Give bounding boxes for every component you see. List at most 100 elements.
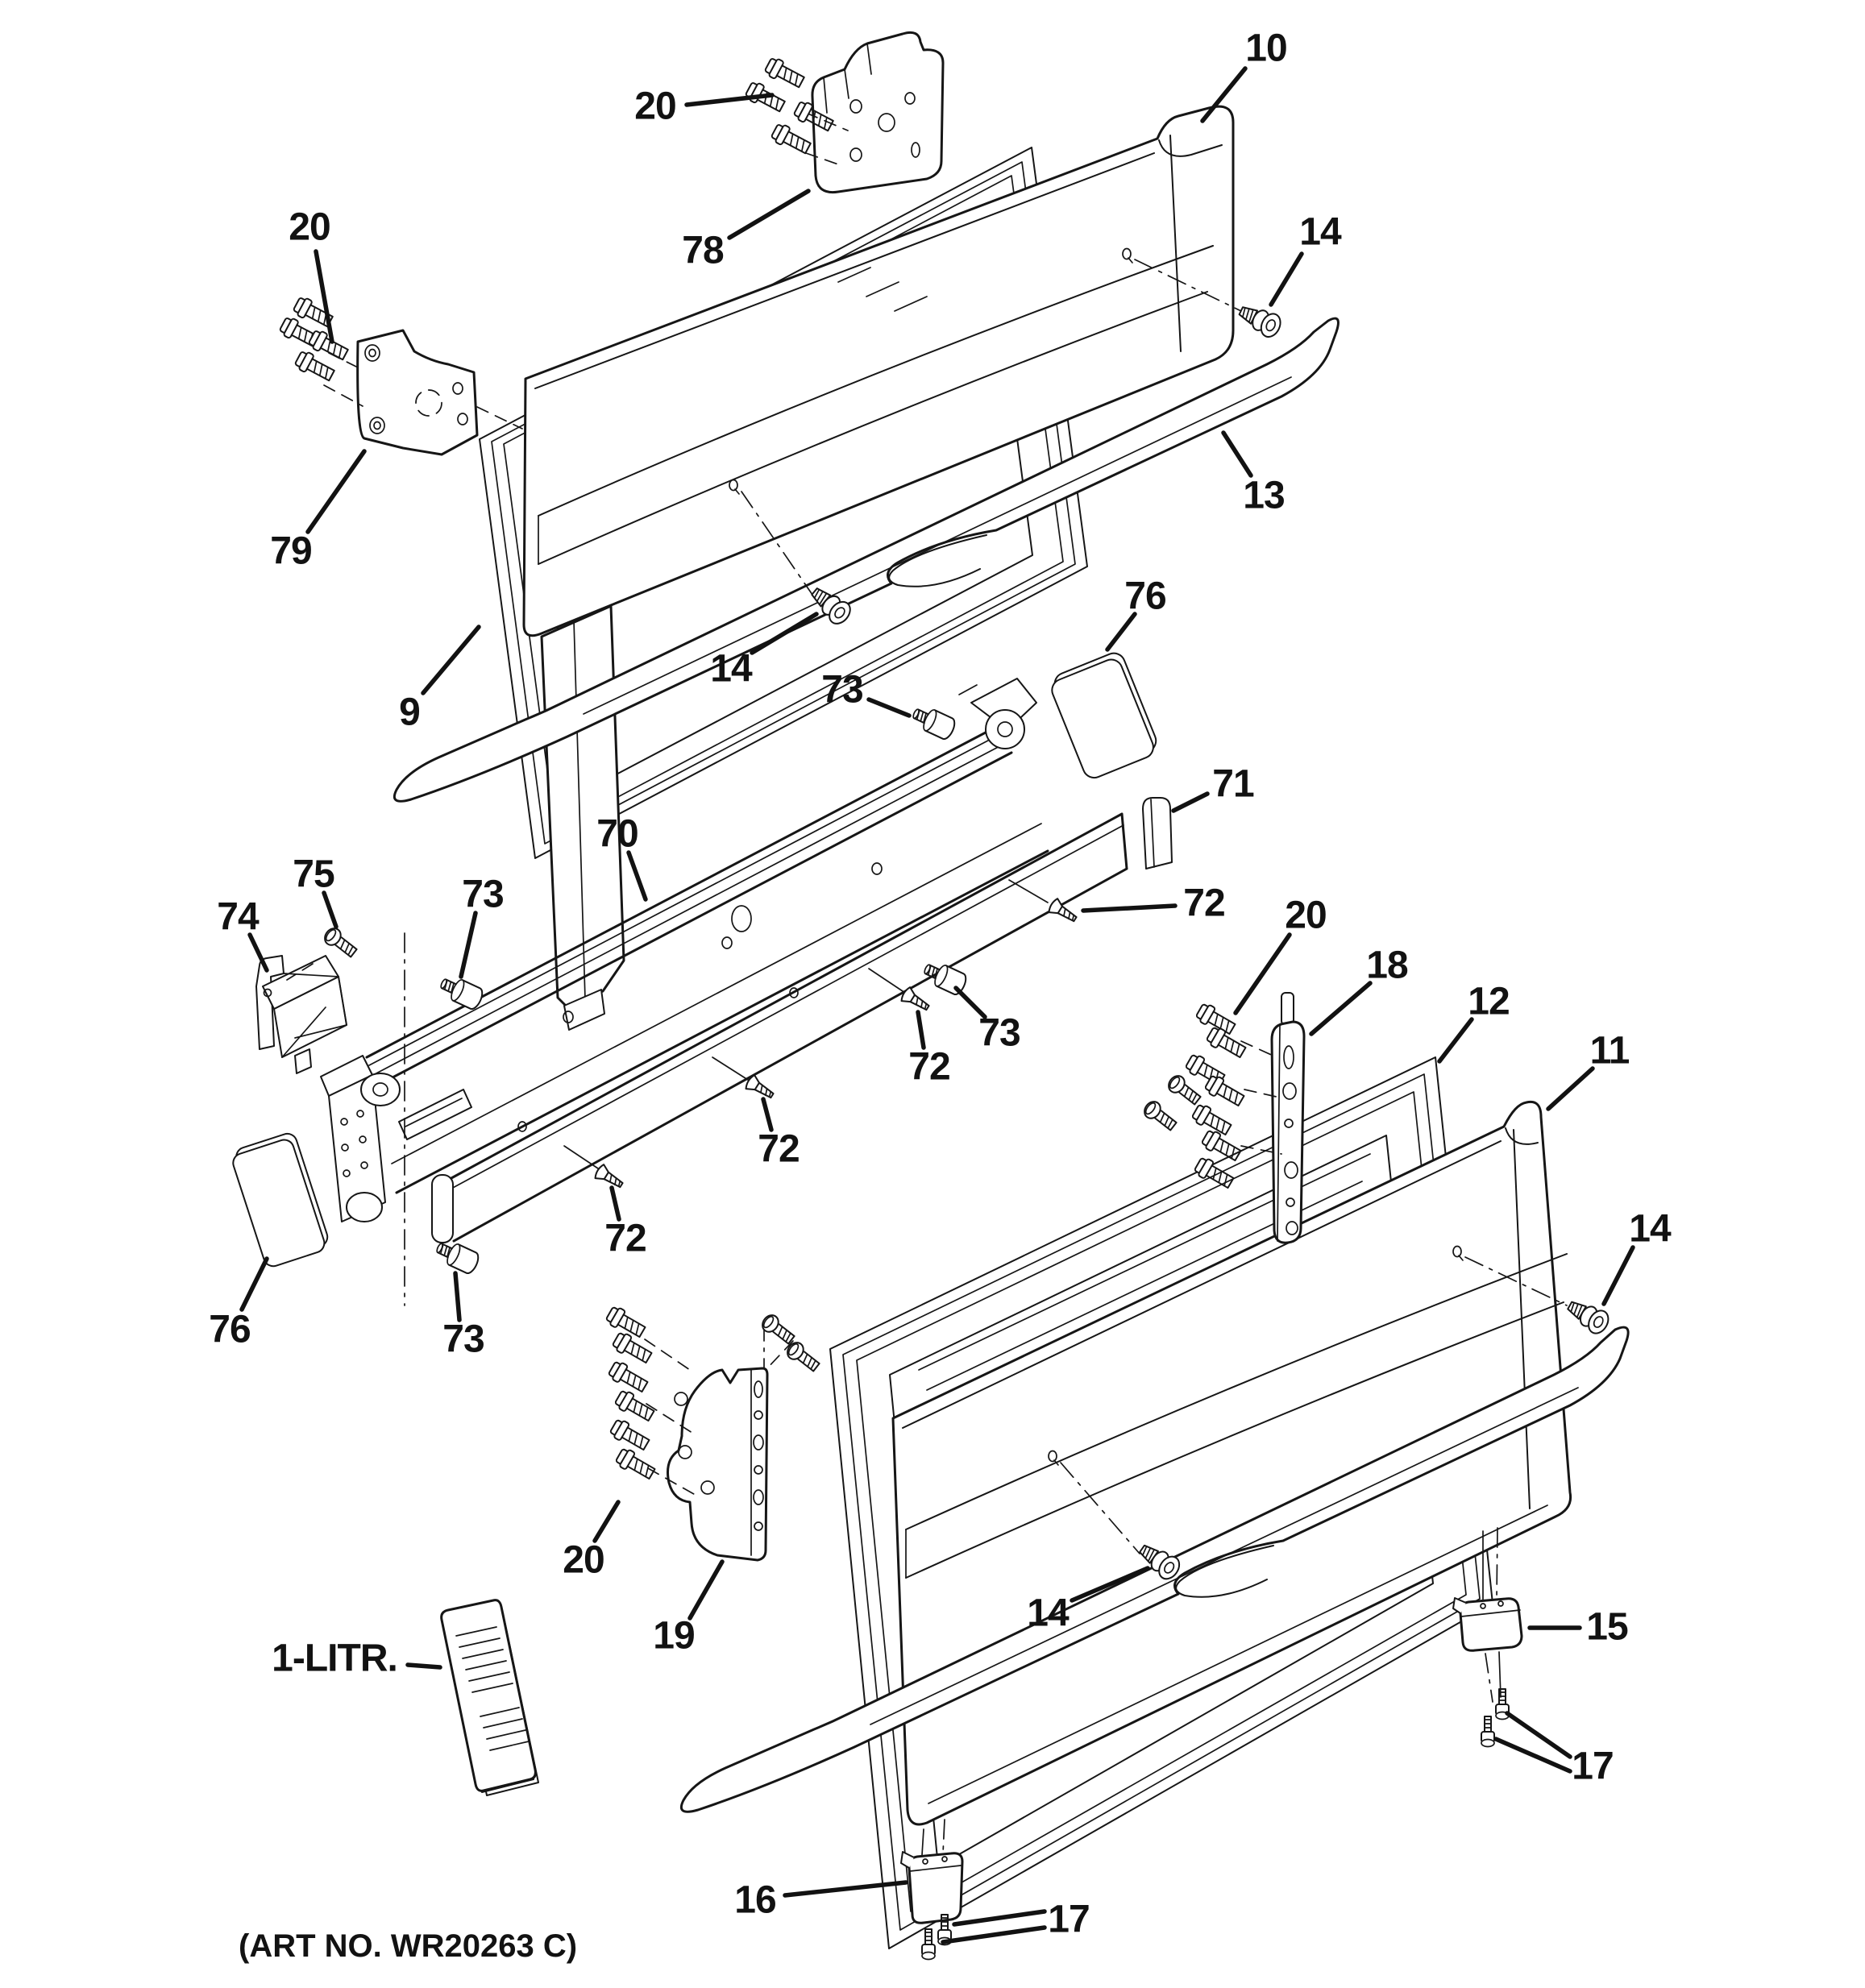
- callout-label-72: 72: [1183, 882, 1224, 925]
- callout-leader-17: [1493, 1737, 1572, 1774]
- callout-label-74: 74: [217, 896, 260, 939]
- callout-label-75: 75: [293, 853, 334, 896]
- callout-leader-20: [1233, 932, 1292, 1015]
- upper-door-assembly: [277, 31, 1340, 1031]
- slide-bracket-18: [1240, 992, 1306, 1244]
- callout-leader-14: [750, 612, 819, 655]
- callout-leader-19: [687, 1559, 725, 1621]
- callout-leader-73: [953, 986, 987, 1019]
- callout-leader-14: [1269, 251, 1304, 307]
- rail-screws-72: [563, 879, 1081, 1193]
- spacer-pad-76-top: [1051, 652, 1157, 779]
- callout-leader-72: [609, 1185, 621, 1222]
- callout-leader-17: [952, 1909, 1047, 1927]
- callout-label-72: 72: [908, 1046, 949, 1089]
- callout-leader-14: [1601, 1245, 1635, 1306]
- rail-bumpers: [432, 684, 978, 1276]
- callout-leader-72: [916, 1010, 926, 1050]
- callout-leader-10: [1200, 66, 1248, 123]
- callout-leader-76: [239, 1256, 269, 1312]
- slide-front-bar: [431, 812, 1128, 1243]
- callout-leader-17: [941, 1925, 1047, 1944]
- door-stop-foot-16: [900, 1819, 964, 1961]
- callout-leader-72: [761, 1097, 774, 1132]
- callout-leader-20: [592, 1500, 621, 1543]
- callout-label-11: 11: [1590, 1030, 1630, 1073]
- slide-rail-70: [320, 678, 1049, 1222]
- callout-label-1-LITR.: 1-LITR.: [272, 1637, 397, 1680]
- callout-label-14: 14: [1027, 1592, 1070, 1635]
- callout-leader-17: [1505, 1711, 1572, 1759]
- hinge-bracket-79: [323, 329, 523, 456]
- callout-leader-72: [1081, 903, 1178, 913]
- callout-label-17: 17: [1048, 1899, 1089, 1941]
- callout-leader-75: [322, 890, 339, 929]
- callout-label-15: 15: [1586, 1606, 1628, 1649]
- literature-booklet: [440, 1599, 539, 1796]
- callout-leader-12: [1437, 1017, 1474, 1064]
- callout-leader-78: [727, 189, 811, 240]
- callout-leader-20: [684, 93, 775, 107]
- callout-label-72: 72: [758, 1128, 799, 1171]
- callout-leader-70: [626, 850, 648, 902]
- bracket-79-screws: [277, 294, 351, 385]
- callout-label-14: 14: [710, 648, 753, 691]
- callout-label-78: 78: [682, 230, 724, 272]
- callout-label-72: 72: [604, 1218, 646, 1260]
- hinge-bracket-78: [805, 31, 945, 194]
- callout-leader-9: [421, 625, 481, 695]
- callout-leader-79: [305, 449, 367, 534]
- upper-handle-screw-center: [729, 479, 856, 629]
- callout-label-12: 12: [1468, 981, 1509, 1023]
- lower-door-assembly: [440, 992, 1630, 1961]
- callout-label-17: 17: [1572, 1745, 1613, 1788]
- callout-label-18: 18: [1366, 944, 1408, 987]
- callout-label-9: 9: [399, 691, 420, 734]
- upper-door-handle: [393, 317, 1340, 803]
- stop-bracket-74: [255, 955, 347, 1074]
- callout-leader-76: [1105, 612, 1137, 652]
- callout-leader-73: [866, 697, 912, 718]
- callout-label-79: 79: [270, 530, 311, 573]
- upper-handle-screw-right: [1122, 247, 1286, 342]
- callout-label-73: 73: [442, 1318, 484, 1361]
- bracket-74-screw-75: [286, 924, 360, 981]
- callout-leader-71: [1171, 791, 1210, 813]
- callout-label-71: 71: [1212, 763, 1254, 806]
- callout-label-73: 73: [978, 1012, 1020, 1055]
- callout-leader-20: [314, 249, 334, 344]
- callout-leader-11: [1546, 1066, 1595, 1111]
- callout-label-10: 10: [1245, 27, 1286, 70]
- slide-bracket-19: [644, 1338, 769, 1562]
- callout-label-20: 20: [563, 1539, 604, 1582]
- callout-leader-18: [1309, 981, 1373, 1036]
- bracket-19-screws: [604, 1304, 823, 1484]
- callout-label-14: 14: [1299, 211, 1342, 254]
- callout-label-76: 76: [1124, 575, 1165, 618]
- callout-leader-1-LITR.: [405, 1662, 442, 1670]
- callout-label-76: 76: [209, 1309, 250, 1351]
- callout-label-70: 70: [596, 813, 638, 856]
- callout-label-73: 73: [462, 874, 503, 916]
- door-stop-foot-15: [1452, 1527, 1523, 1748]
- callout-leader-16: [783, 1880, 908, 1898]
- callout-leader-73: [453, 1271, 462, 1322]
- callout-leader-14: [1070, 1566, 1150, 1603]
- callout-label-20: 20: [289, 206, 330, 249]
- callout-label-73: 73: [821, 669, 862, 712]
- slide-end-cap-71: [1142, 797, 1173, 869]
- art-number: (ART NO. WR20263 C): [239, 1928, 577, 1964]
- callout-label-16: 16: [734, 1879, 775, 1922]
- callout-label-19: 19: [653, 1615, 694, 1658]
- callout-label-20: 20: [634, 85, 675, 128]
- callout-leader-73: [459, 911, 478, 979]
- callout-label-14: 14: [1629, 1208, 1672, 1251]
- callout-leader-74: [247, 932, 269, 973]
- callout-leader-13: [1221, 430, 1253, 478]
- slide-rail-assembly: [232, 652, 1173, 1556]
- callout-label-20: 20: [1285, 894, 1326, 937]
- bracket-18-screws: [1140, 1001, 1248, 1193]
